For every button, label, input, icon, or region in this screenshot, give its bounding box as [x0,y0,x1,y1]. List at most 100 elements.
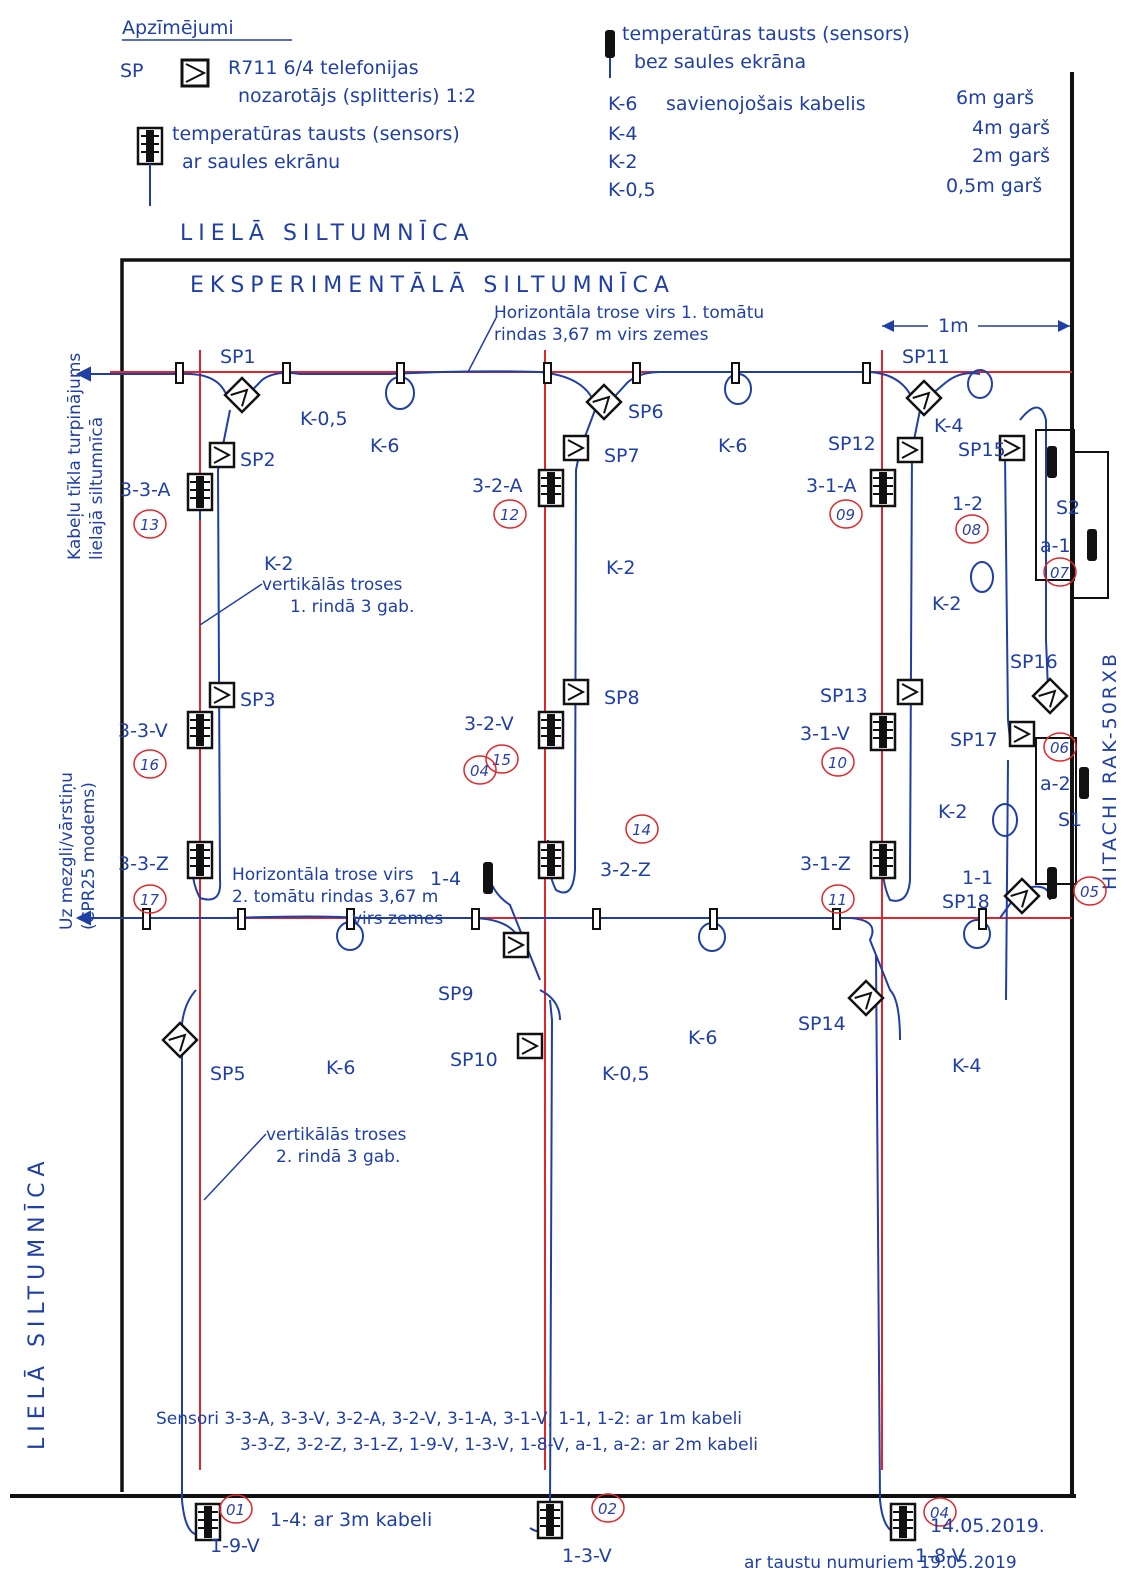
splitter-sp9 [502,931,530,959]
sensor-number-3-3-z: 17 [140,891,160,909]
sensor-label-a-2: a-2 [1040,773,1071,795]
sensor-label-3-3-z: 3-3-Z [118,853,169,875]
cable-label: K-2 [932,593,961,615]
sensor-number-circle [463,755,497,785]
sensor-number-a-1: 07 [1050,564,1070,582]
sensor-number-circle [591,1493,625,1523]
unit-label-s2: S2 [1056,497,1080,519]
blue-cables [140,370,1051,1536]
unit-label-s1: S1 [1058,809,1082,831]
sensor-number-3-2-a: 12 [500,506,519,524]
cable-legend-k6-desc: savienojošais kabelis [666,93,866,115]
splitter-label-sp13: SP13 [820,685,868,707]
splitter-label-sp9: SP9 [438,983,474,1005]
cable-legend-k2-length: 2m garš [972,145,1050,167]
sensor-label-3-3-a: 3-3-A [120,479,170,501]
left-title-big-greenhouse: LIELĀ SILTUMNĪCA [25,1155,50,1450]
coil-k4-2 [963,919,991,949]
splitter-label-sp3: SP3 [240,689,276,711]
splitter-label-sp14: SP14 [798,1013,846,1035]
sensor-3-1-a [869,468,897,508]
cable-label: K-4 [952,1055,981,1077]
splitter-label-sp10: SP10 [450,1049,498,1071]
sensor-number-circle [923,1497,957,1527]
date-label: 14.05.2019. [930,1515,1045,1537]
sensor-number-1-8-v: 04 [930,1504,949,1522]
sensor-3-3-z [186,840,214,880]
coil-k2-2 [992,803,1018,837]
splitter-label-sp8: SP8 [604,687,640,709]
wire-clips [142,362,987,930]
sensors-1m-note: Sensori 3-3-A, 3-3-V, 3-2-A, 3-2-V, 3-1-… [156,1409,742,1429]
splitter-label-sp6: SP6 [628,401,664,423]
sensor-number-circle [133,509,167,539]
sensor-number-1-1: 05 [1080,883,1099,901]
splitter-sp10 [516,1032,544,1060]
cable-legend-k6-length: 6m garš [956,87,1034,109]
top-wire-note-1: Horizontāla trose virs 1. tomātu [494,303,764,323]
cable-legend-k05-length: 0,5m garš [946,175,1042,197]
sensor-number-circle [821,747,855,777]
cable-label: K-0,5 [602,1063,650,1085]
sensor-number-3-2-v: 15 [492,751,511,769]
sensor-a-2 [1079,767,1089,799]
legend-heading: Apzīmējumi [122,17,234,39]
splitter-sp6 [585,383,623,421]
sensor-number-3-1-z: 11 [828,891,847,909]
sensor-number-a-2: 06 [1050,739,1069,757]
cable-label: K-6 [688,1027,717,1049]
sensor-a-1 [1087,529,1097,561]
cable-legend: K-6 savienojošais kabelis 6m garš K-4 4m… [608,87,1050,201]
unit-box-s2-b [1071,451,1109,599]
sensor-3-3-v [186,710,214,750]
sensor-3-3-a [186,472,214,512]
sensor-label-3-1-a: 3-1-A [806,475,856,497]
cable-legend-k2-name: K-2 [608,151,637,173]
sensor-label-1-4: 1-4 [430,868,461,890]
cable-label: K-2 [264,553,293,575]
sensor-number-circle [485,744,519,774]
sensor-number-1-4: 04 [470,762,489,780]
mid-wire-note-3: virs zemes [352,909,443,929]
splitter-label-sp17: SP17 [950,729,998,751]
sensor-1-4 [483,862,493,894]
sensor-label-3-3-v: 3-3-V [118,720,168,742]
sensor-1-3-v [536,1500,564,1540]
sensor-3-1-z [869,840,897,880]
mid-wire-note-1: Horizontāla trose virs [232,865,414,885]
vertical-wires-note-2: 1. rindā 3 gab. [290,597,414,617]
cable-label: K-6 [718,435,747,457]
experimental-greenhouse-outline [120,258,1072,1492]
splitter-sp2 [208,441,236,469]
sensor-number-3-2-z: 14 [632,821,651,839]
sensor-number-circle [829,499,863,529]
sensor-number-3-3-a: 13 [140,516,159,534]
splitter-sp7 [562,434,590,462]
splitter-label-sp12: SP12 [828,433,876,455]
top-wire-note-2: rindas 3,67 m virs zemes [494,325,709,345]
splitter-symbol-icon [180,58,210,88]
sensor-3-2-z [537,840,565,880]
legend: Apzīmējumi SP R711 6/4 telefonijas nozar… [120,17,1050,206]
coil-k2-1 [970,561,994,593]
sensor-number-circle [1043,557,1077,587]
mid-wire-note-2: 2. tomātu rindas 3,67 m [232,887,438,907]
sensor-number-circle [625,814,659,844]
legend-sensor-shade-1: temperatūras tausts (sensors) [172,123,460,145]
sensor-1-2 [1047,446,1057,478]
left-note-top-2: lielajā siltumnīcā [87,417,107,560]
annotations: Horizontāla trose virs 1. tomātu rindas … [156,303,1070,1573]
hitachi-label: HITACHI RAK-50RXB [1099,651,1121,890]
sensor-label-1-9-v: 1-9-V [210,1535,260,1557]
one-meter-label: 1m [938,315,969,337]
splitter-sp8 [562,678,590,706]
sensor-1-1 [1047,867,1057,899]
left-note-top-1: Kabeļu tīkla turpinājums [65,353,85,560]
sensor-label-3-2-z: 3-2-Z [600,859,651,881]
legend-sp-desc-2: nozarotājs (splitteris) 1:2 [238,85,476,107]
sensor-number-circle [821,884,855,914]
sensor-number-1-3-v: 02 [598,1500,617,1518]
sensors-2m-note: 3-3-Z, 3-2-Z, 3-1-Z, 1-9-V, 1-3-V, 1-8-V… [240,1435,758,1455]
